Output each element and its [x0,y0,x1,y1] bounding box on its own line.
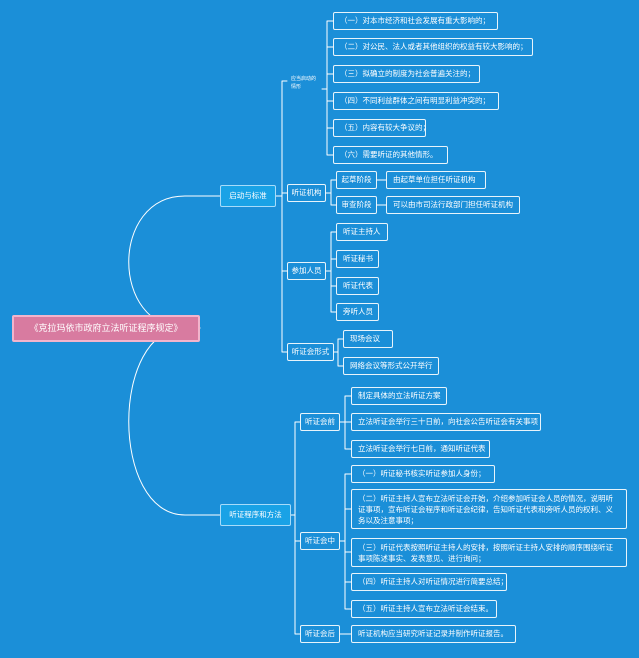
during-item-3[interactable]: （三）听证代表按照听证主持人的安排，按照听证主持人安排的顺序围绕听证事项陈述事实… [351,538,627,567]
during-item-1[interactable]: （一）听证秘书核实听证参加人身份； [351,465,495,483]
drafting-stage-detail[interactable]: 由起草单位担任听证机构 [386,171,486,189]
during-item-5[interactable]: （五）听证主持人宣布立法听证会结束。 [351,600,497,618]
situation-item-4[interactable]: （四）不同利益群体之间有明显利益冲突的； [333,92,499,110]
root-node[interactable]: 《克拉玛依市政府立法听证程序规定》 [12,315,200,342]
participant-representative[interactable]: 听证代表 [336,277,379,295]
review-stage-node[interactable]: 审查阶段 [336,196,377,214]
link-root-branch1 [128,195,221,329]
before-item-1[interactable]: 制定具体的立法听证方案 [351,387,447,405]
after-hearing-node[interactable]: 听证会后 [300,625,340,643]
during-hearing-node[interactable]: 听证会中 [300,532,340,550]
situations-node[interactable]: 应当启动的情形 [291,76,317,90]
situation-item-6[interactable]: （六）需要听证的其他情形。 [333,146,448,164]
branch-start-criteria[interactable]: 启动与标准 [220,185,276,207]
link-agency-stages [325,179,337,206]
situation-item-3[interactable]: （三）拟确立的制度为社会普遍关注的； [333,65,480,83]
link-form-items [333,338,344,367]
situation-item-1[interactable]: （一）对本市经济和社会发展有重大影响的； [333,12,498,30]
link-before-items [339,395,352,450]
link-situations-items [321,20,334,156]
form-node[interactable]: 听证会形式 [287,343,334,361]
before-item-2[interactable]: 立法听证会举行三十日前，向社会公告听证会有关事项 [351,413,541,431]
review-stage-detail[interactable]: 可以由市司法行政部门担任听证机构 [386,196,520,214]
branch-procedure-method[interactable]: 听证程序和方法 [220,504,291,526]
situation-item-2[interactable]: （二）对公民、法人或者其他组织的权益有较大影响的； [333,38,533,56]
situation-item-5[interactable]: （五）内容有较大争议的； [333,119,426,137]
link-branch1-group [275,80,288,353]
agency-node[interactable]: 听证机构 [287,184,326,202]
link-branch2-group [290,421,301,635]
during-item-4[interactable]: （四）听证主持人对听证情况进行简要总结； [351,573,507,591]
link-during-items [339,473,352,610]
after-item-1[interactable]: 听证机构应当研究听证记录并制作听证报告。 [351,625,516,643]
participant-secretary[interactable]: 听证秘书 [336,250,379,268]
during-item-2[interactable]: （二）听证主持人宣布立法听证会开始，介绍参加听证会人员的情况，说明听证事项，宣布… [351,489,627,529]
participant-host[interactable]: 听证主持人 [336,223,388,241]
link-participants-items [325,231,337,313]
before-hearing-node[interactable]: 听证会前 [300,413,340,431]
form-online[interactable]: 网络会议等形式公开举行 [343,357,439,375]
link-root-branch2 [128,327,221,516]
form-onsite[interactable]: 现场会议 [343,330,393,348]
participants-node[interactable]: 参加人员 [287,262,326,280]
before-item-3[interactable]: 立法听证会举行七日前，通知听证代表 [351,440,490,458]
participant-audience[interactable]: 旁听人员 [336,303,379,321]
drafting-stage-node[interactable]: 起草阶段 [336,171,377,189]
